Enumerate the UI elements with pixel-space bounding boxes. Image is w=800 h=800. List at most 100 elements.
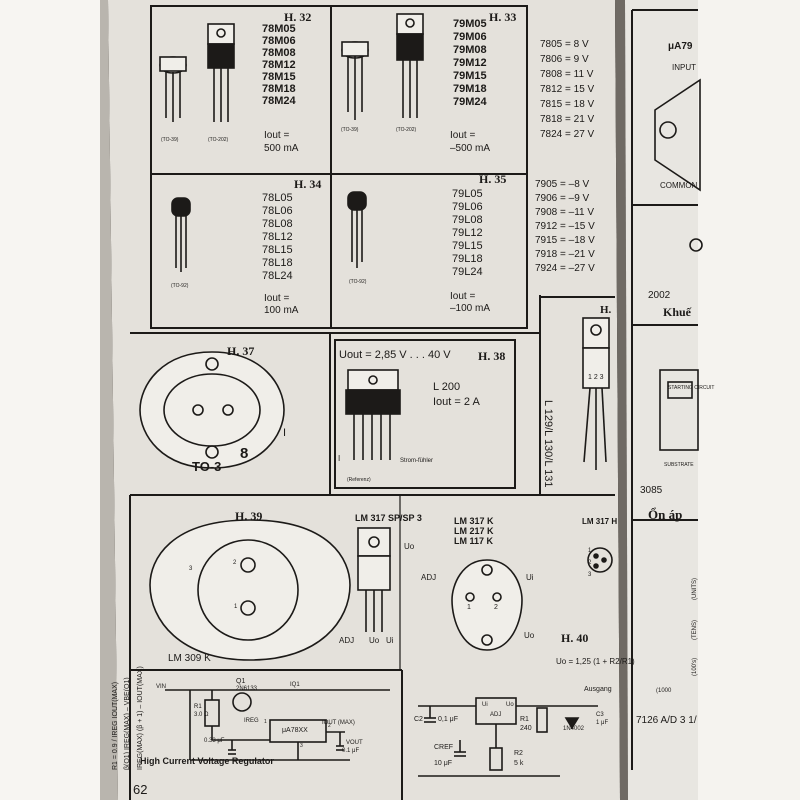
reg-pin3: 3 [300, 743, 303, 749]
lm317-right-part: LM 317 H [582, 517, 618, 526]
h35-part: 79L18 [452, 253, 483, 265]
h40-c2: C2 [414, 716, 423, 723]
rp-1000: (1000 [656, 688, 672, 694]
h34-part: 78L05 [262, 192, 293, 204]
h33-iout-value: –500 mA [450, 143, 491, 154]
h35-part: 79L06 [452, 201, 483, 213]
rp-khue: Khuế [663, 305, 692, 319]
reg-cap2: 0.1 μF [342, 748, 360, 754]
rp-common: COMMON [660, 181, 698, 190]
fig-h35-label: H. 35 [479, 172, 507, 186]
h32-package-2: (TO-202) [208, 137, 229, 143]
v79-row: 7924 = –27 V [535, 263, 595, 274]
h38-left-label: I [338, 454, 341, 463]
h33-part: 79M18 [453, 83, 487, 95]
reg-pin1: 1 [264, 719, 267, 725]
fig-h38-label: H. 38 [478, 349, 506, 363]
reg-ic: μA78XX [282, 727, 308, 734]
h34-part: 78L06 [262, 205, 293, 217]
reg-q1: Q1 [236, 678, 246, 685]
reg-vout: VOUT [346, 740, 363, 746]
v79-row: 7905 = –8 V [535, 179, 590, 190]
h37-package: TO-3 [192, 459, 222, 474]
h32-part: 78M15 [262, 71, 296, 83]
lm317-pin-ui: Ui [386, 636, 394, 645]
reg-r1-val: 3.0 Ω [194, 712, 209, 718]
rp-num1: 2002 [648, 290, 671, 301]
h38-part: L 200 [433, 381, 461, 393]
rp-units: (UNITS) [692, 578, 698, 600]
rp-on-ap: Ổn áp [648, 507, 683, 522]
h34-iout-value: 100 mA [264, 305, 299, 316]
h40-r1-val: 240 [520, 725, 532, 732]
lm317-uo-bottom: Uo [524, 631, 535, 640]
reg-caption: High Current Voltage Regulator [140, 756, 274, 766]
rp-bottom: 7126 A/D 3 1/ [636, 715, 697, 726]
page-number: 62 [133, 782, 148, 797]
h35-part: 79L08 [452, 214, 483, 226]
lm309-title: LM 309 K [168, 653, 211, 664]
h39-pin3: 3 [189, 566, 193, 572]
side-formula-1: β(Q1) IREG(MAX) – VBE(Q1) [124, 677, 131, 770]
h40-cref: CREF [434, 744, 454, 751]
lm317-adj: ADJ [421, 573, 437, 582]
rp-input: INPUT [672, 63, 696, 72]
h37-pin-label: 8 [240, 445, 249, 462]
h33-part: 79M15 [453, 70, 487, 82]
h34-part: 78L18 [262, 257, 293, 269]
h35-part: 79L24 [452, 266, 483, 278]
h40-r2: R2 [514, 750, 523, 757]
side-formula-2: R1 = 0.9 / IREG IOUT(MAX) [112, 681, 119, 770]
lm317-uo: Uo [404, 542, 415, 551]
h32-part: 78M08 [262, 47, 296, 59]
rp-num2: 3085 [640, 485, 663, 496]
adjacent-page-left [0, 0, 100, 800]
fig-h37-label: H. 37 [227, 344, 255, 358]
rp-100: (100's) [692, 657, 698, 676]
h35-package: (TO-92) [349, 279, 367, 285]
lm317-right-pin: 2 [588, 560, 592, 566]
h32-part: 78M24 [262, 95, 296, 107]
h38-sense: Strom-fühler [400, 458, 434, 464]
v79-row: 7915 = –18 V [535, 235, 595, 246]
h34-package: (TO-92) [171, 283, 189, 289]
h40-c2-val: 0,1 μF [438, 716, 458, 723]
lm317-part: LM 317 K [454, 516, 494, 526]
lm317-right-pin: 3 [588, 572, 592, 578]
h34-part: 78L08 [262, 218, 293, 230]
h32-part: 78M12 [262, 59, 296, 71]
h41-parts: L 129/L 130/L 131 [542, 400, 554, 488]
h34-part: 78L12 [262, 231, 293, 243]
h39-pin2: 2 [233, 560, 237, 566]
h32-iout-label: Iout = [264, 130, 290, 141]
lm317-pin1: 1 [467, 604, 471, 611]
h40-c3-val: 1 μF [596, 720, 609, 726]
reg-cap1: 0.33 μF [204, 738, 225, 744]
reg-r1: R1 [194, 704, 202, 710]
h37-side-label: I [283, 427, 287, 439]
v79-row: 7912 = –15 V [535, 221, 595, 232]
h40-formula: Uo = 1,25 (1 + R2/R1) [556, 657, 635, 666]
h40-uo: Uo [506, 702, 514, 708]
rp-substrate: SUBSTRATE [664, 462, 694, 468]
lm317-parts-a: LM 317 SP/SP 3 [355, 513, 422, 523]
h35-part: 79L05 [452, 188, 483, 200]
h34-part: 78L24 [262, 270, 293, 282]
v79-row: 7918 = –21 V [535, 249, 595, 260]
v79-row: 7906 = –9 V [535, 193, 590, 204]
rp-tens: (TENS) [692, 620, 698, 640]
h32-part: 78M05 [262, 23, 296, 35]
reg-vin: VIN [156, 684, 167, 690]
h40-r2-val: 5 k [514, 760, 524, 767]
v78-row: 7818 = 21 V [540, 114, 595, 125]
reg-ireg: IREG [244, 718, 259, 724]
h33-part: 79M24 [453, 96, 487, 108]
h34-iout-label: Iout = [264, 293, 290, 304]
h35-iout-value: –100 mA [450, 303, 491, 314]
fig-h39-label: H. 39 [235, 509, 263, 523]
rp-ua: μA79 [668, 41, 693, 52]
h33-package-2: (TO-202) [396, 127, 417, 133]
v78-row: 7824 = 27 V [540, 129, 595, 140]
